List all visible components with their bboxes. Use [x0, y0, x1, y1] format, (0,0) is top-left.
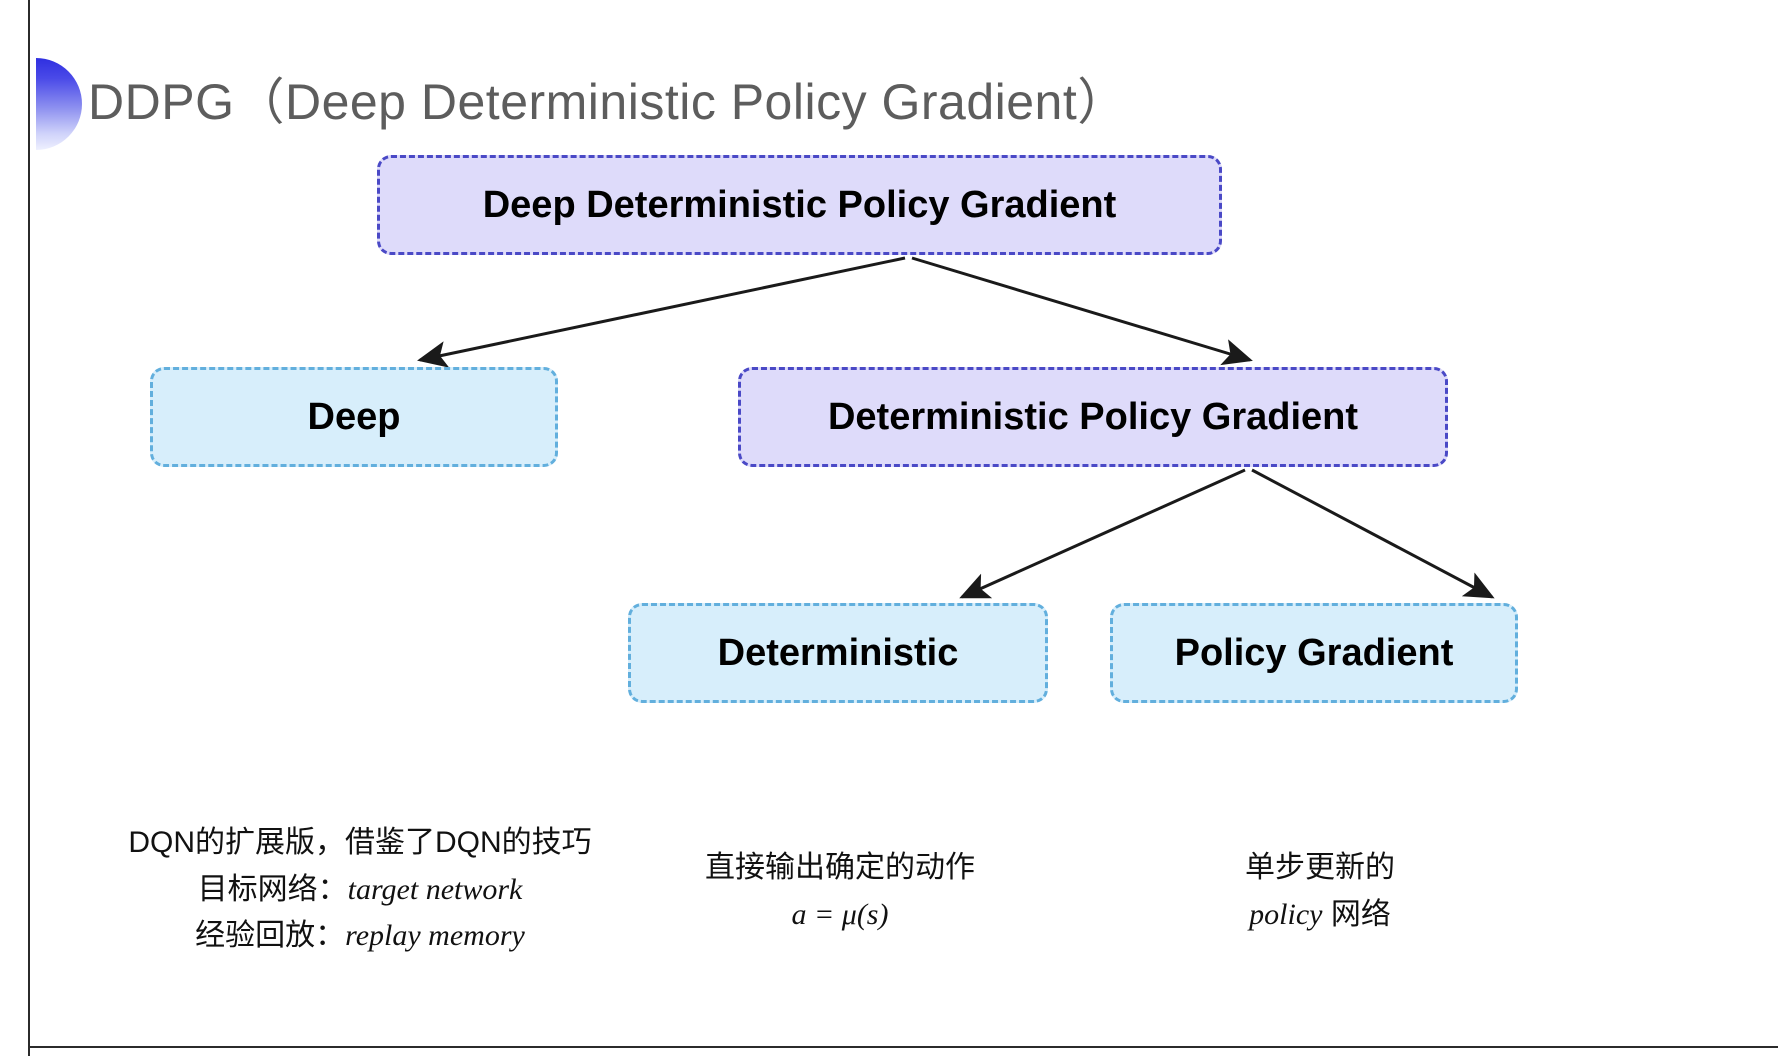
annotation-deep-line-2: 目标网络：target network [60, 867, 660, 914]
annotation-deterministic-line-1: 直接输出确定的动作 [705, 851, 975, 884]
annotation-policy-gradient-term: policy [1249, 897, 1323, 931]
annotation-deep-line-3-label: 经验回放： [195, 919, 346, 952]
annotation-deterministic-formula: a = μ(s) [791, 897, 889, 931]
node-deep-deterministic-policy-gradient[interactable]: Deep Deterministic Policy Gradient [377, 155, 1222, 255]
node-deterministic[interactable]: Deterministic [628, 603, 1048, 703]
node-label: Policy Gradient [1174, 631, 1454, 674]
annotation-deep-line-3-term: replay memory [345, 919, 525, 952]
title-bullet-gradient-icon [36, 58, 82, 150]
edge-dpg-to-deterministic [959, 468, 1246, 599]
node-label: Deterministic Policy Gradient [827, 395, 1359, 438]
annotation-policy-gradient-line-2: policy 网络 [1140, 892, 1500, 939]
annotation-deep: DQN的扩展版，借鉴了DQN的技巧 目标网络：target network 经验… [60, 820, 660, 960]
annotation-policy-gradient: 单步更新的 policy 网络 [1140, 845, 1500, 938]
node-deep[interactable]: Deep [150, 367, 558, 467]
page-title: DDPG（Deep Deterministic Policy Gradient） [88, 74, 1128, 130]
edge-root-to-dpg [911, 256, 1253, 366]
annotation-deep-line-1: DQN的扩展版，借鉴了DQN的技巧 [128, 826, 592, 859]
node-policy-gradient[interactable]: Policy Gradient [1110, 603, 1518, 703]
slide-frame-bottom-edge [28, 1046, 1778, 1048]
edge-root-to-deep [417, 256, 906, 368]
annotation-policy-gradient-line-1: 单步更新的 [1245, 851, 1395, 884]
node-label: Deep Deterministic Policy Gradient [482, 183, 1117, 226]
node-label: Deterministic [717, 631, 959, 674]
edge-dpg-to-policy-gradient [1251, 468, 1495, 599]
annotation-deep-line-3: 经验回放：replay memory [60, 913, 660, 960]
annotation-deep-line-2-term: target network [347, 872, 523, 906]
node-deterministic-policy-gradient[interactable]: Deterministic Policy Gradient [738, 367, 1448, 467]
annotation-deep-line-2-label: 目标网络： [197, 872, 348, 906]
annotation-deterministic: 直接输出确定的动作 a = μ(s) [660, 845, 1020, 938]
node-label: Deep [307, 395, 401, 438]
slide-frame-left-edge [28, 0, 30, 1056]
annotation-policy-gradient-suffix: 网络 [1322, 897, 1391, 931]
